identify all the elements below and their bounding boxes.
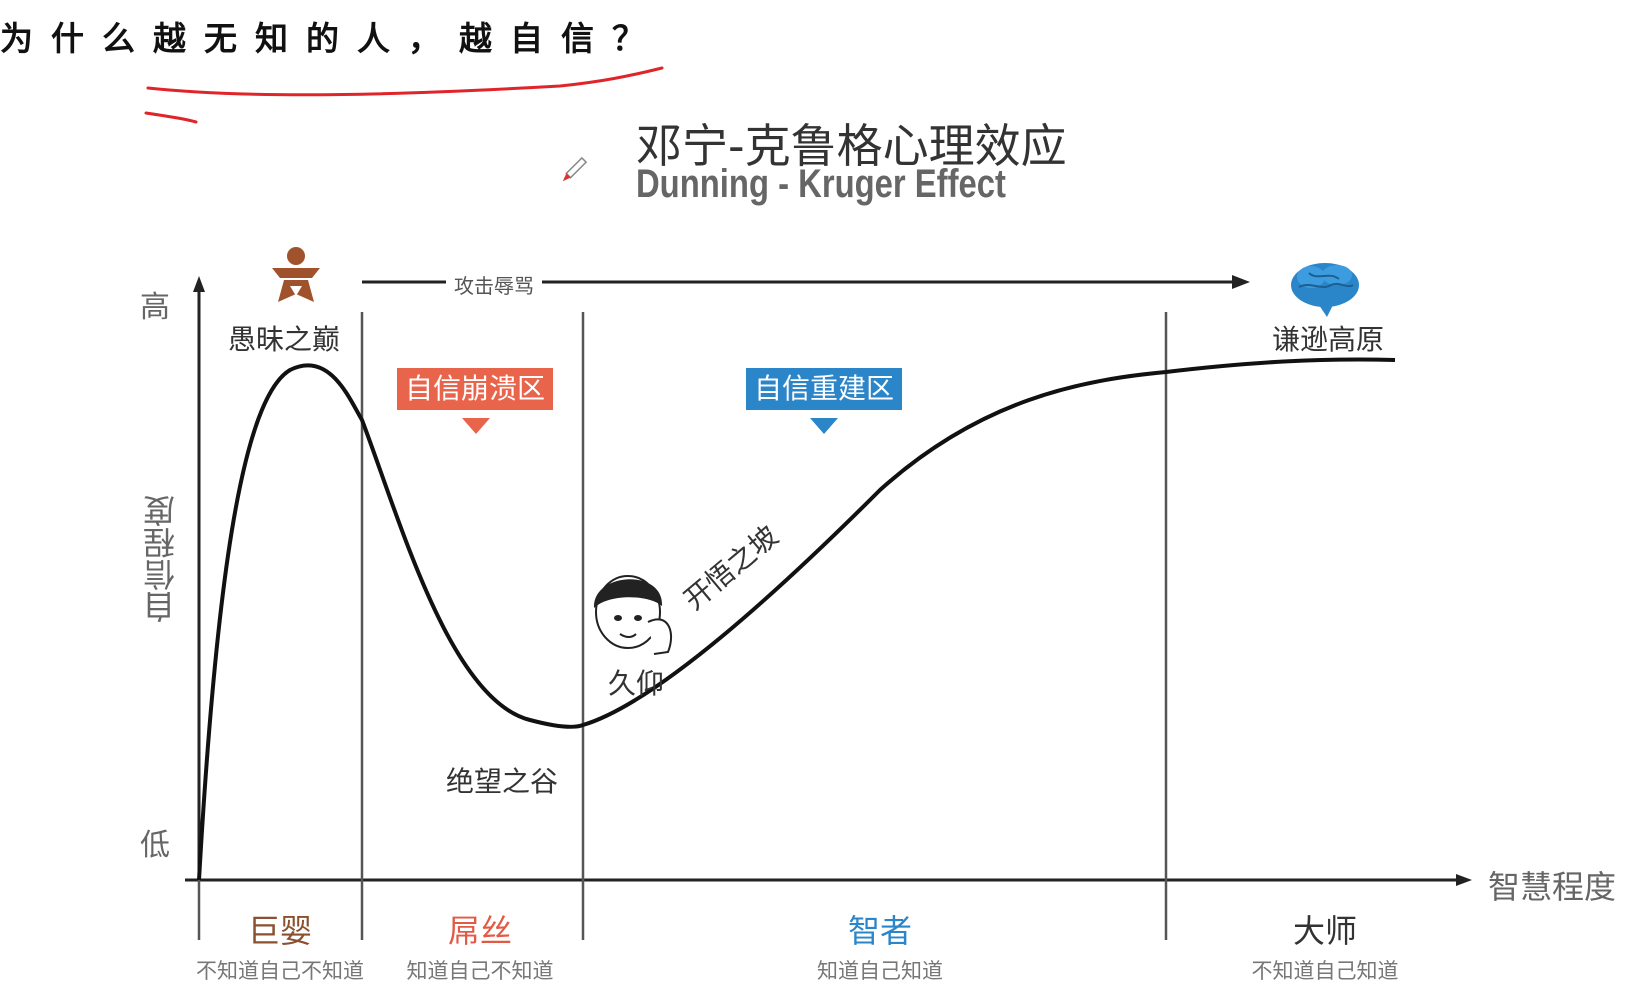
peak-label: 愚昧之巅	[228, 323, 341, 356]
baby-icon	[272, 247, 320, 302]
y-axis-title: 自信程度	[142, 495, 180, 623]
stage-name-wise: 智者	[847, 912, 912, 950]
stage-name-loser: 屌丝	[447, 912, 512, 950]
valley-label: 绝望之谷	[446, 765, 559, 798]
stage-name-baby: 巨婴	[247, 912, 312, 950]
stage-desc-master: 不知道自己知道	[1251, 959, 1399, 983]
stage-desc-wise: 知道自己知道	[817, 959, 943, 983]
zone-collapse-badge: 自信崩溃区	[397, 368, 554, 410]
x-axis-title: 智慧程度	[1488, 868, 1617, 906]
red-annotation-underline	[146, 66, 664, 97]
title-chinese: 邓宁-克鲁格心理效应	[636, 119, 1067, 173]
y-axis-low-label: 低	[140, 828, 170, 863]
stage-name-master: 大师	[1292, 912, 1357, 950]
pen-cursor-icon	[562, 156, 588, 182]
title-english: Dunning - Kruger Effect	[636, 162, 1006, 206]
y-axis-arrowhead	[193, 276, 205, 292]
brain-icon	[1291, 263, 1359, 317]
question-heading: 为什么越无知的人，越自信？	[0, 19, 663, 58]
zone-collapse-pointer	[462, 418, 490, 434]
meme-face-icon	[593, 575, 673, 655]
zone-rebuild-badge: 自信重建区	[746, 368, 903, 410]
y-axis-high-label: 高	[140, 290, 170, 325]
stage-desc-loser: 知道自己不知道	[406, 959, 554, 983]
pioneer-label: 久仰	[608, 667, 665, 700]
dunning-kruger-curve	[197, 357, 1396, 881]
x-axis-arrowhead	[1456, 874, 1472, 886]
stage-desc-baby: 不知道自己不知道	[196, 959, 364, 983]
plateau-label: 谦逊高原	[1272, 323, 1385, 356]
attack-arrow-head	[1232, 275, 1250, 289]
attack-arrow-label: 攻击辱骂	[446, 270, 542, 299]
zone-rebuild-pointer	[810, 418, 838, 434]
red-annotation-stroke	[144, 111, 198, 124]
